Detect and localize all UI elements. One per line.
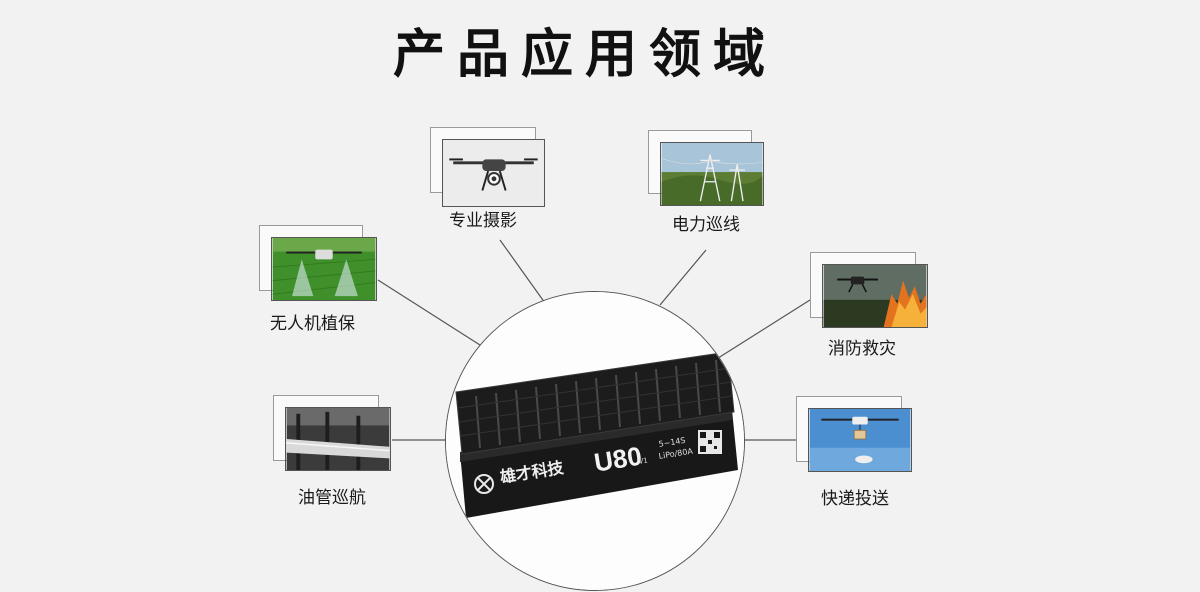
application-label-power-line: 电力巡线 <box>672 215 740 235</box>
crop-spraying-image <box>271 237 377 301</box>
power-line-image <box>660 142 764 206</box>
application-label-crop-spraying: 无人机植保 <box>270 314 355 334</box>
delivery-drone-image <box>808 408 912 472</box>
application-label-firefighting: 消防救灾 <box>828 339 896 359</box>
esc-module-image <box>446 292 744 590</box>
product-showcase: 雄才科技 U80 V1 5~14S LiPo/80A <box>445 291 745 591</box>
camera-drone-image <box>442 139 545 207</box>
application-label-photography: 专业摄影 <box>449 211 517 231</box>
application-label-delivery: 快递投送 <box>821 489 889 509</box>
page-title: 产品应用领域 <box>392 25 777 85</box>
application-label-pipeline: 油管巡航 <box>298 488 366 508</box>
pipeline-image <box>285 407 391 471</box>
product-version: V1 <box>638 456 649 466</box>
firefighting-image <box>822 264 928 328</box>
